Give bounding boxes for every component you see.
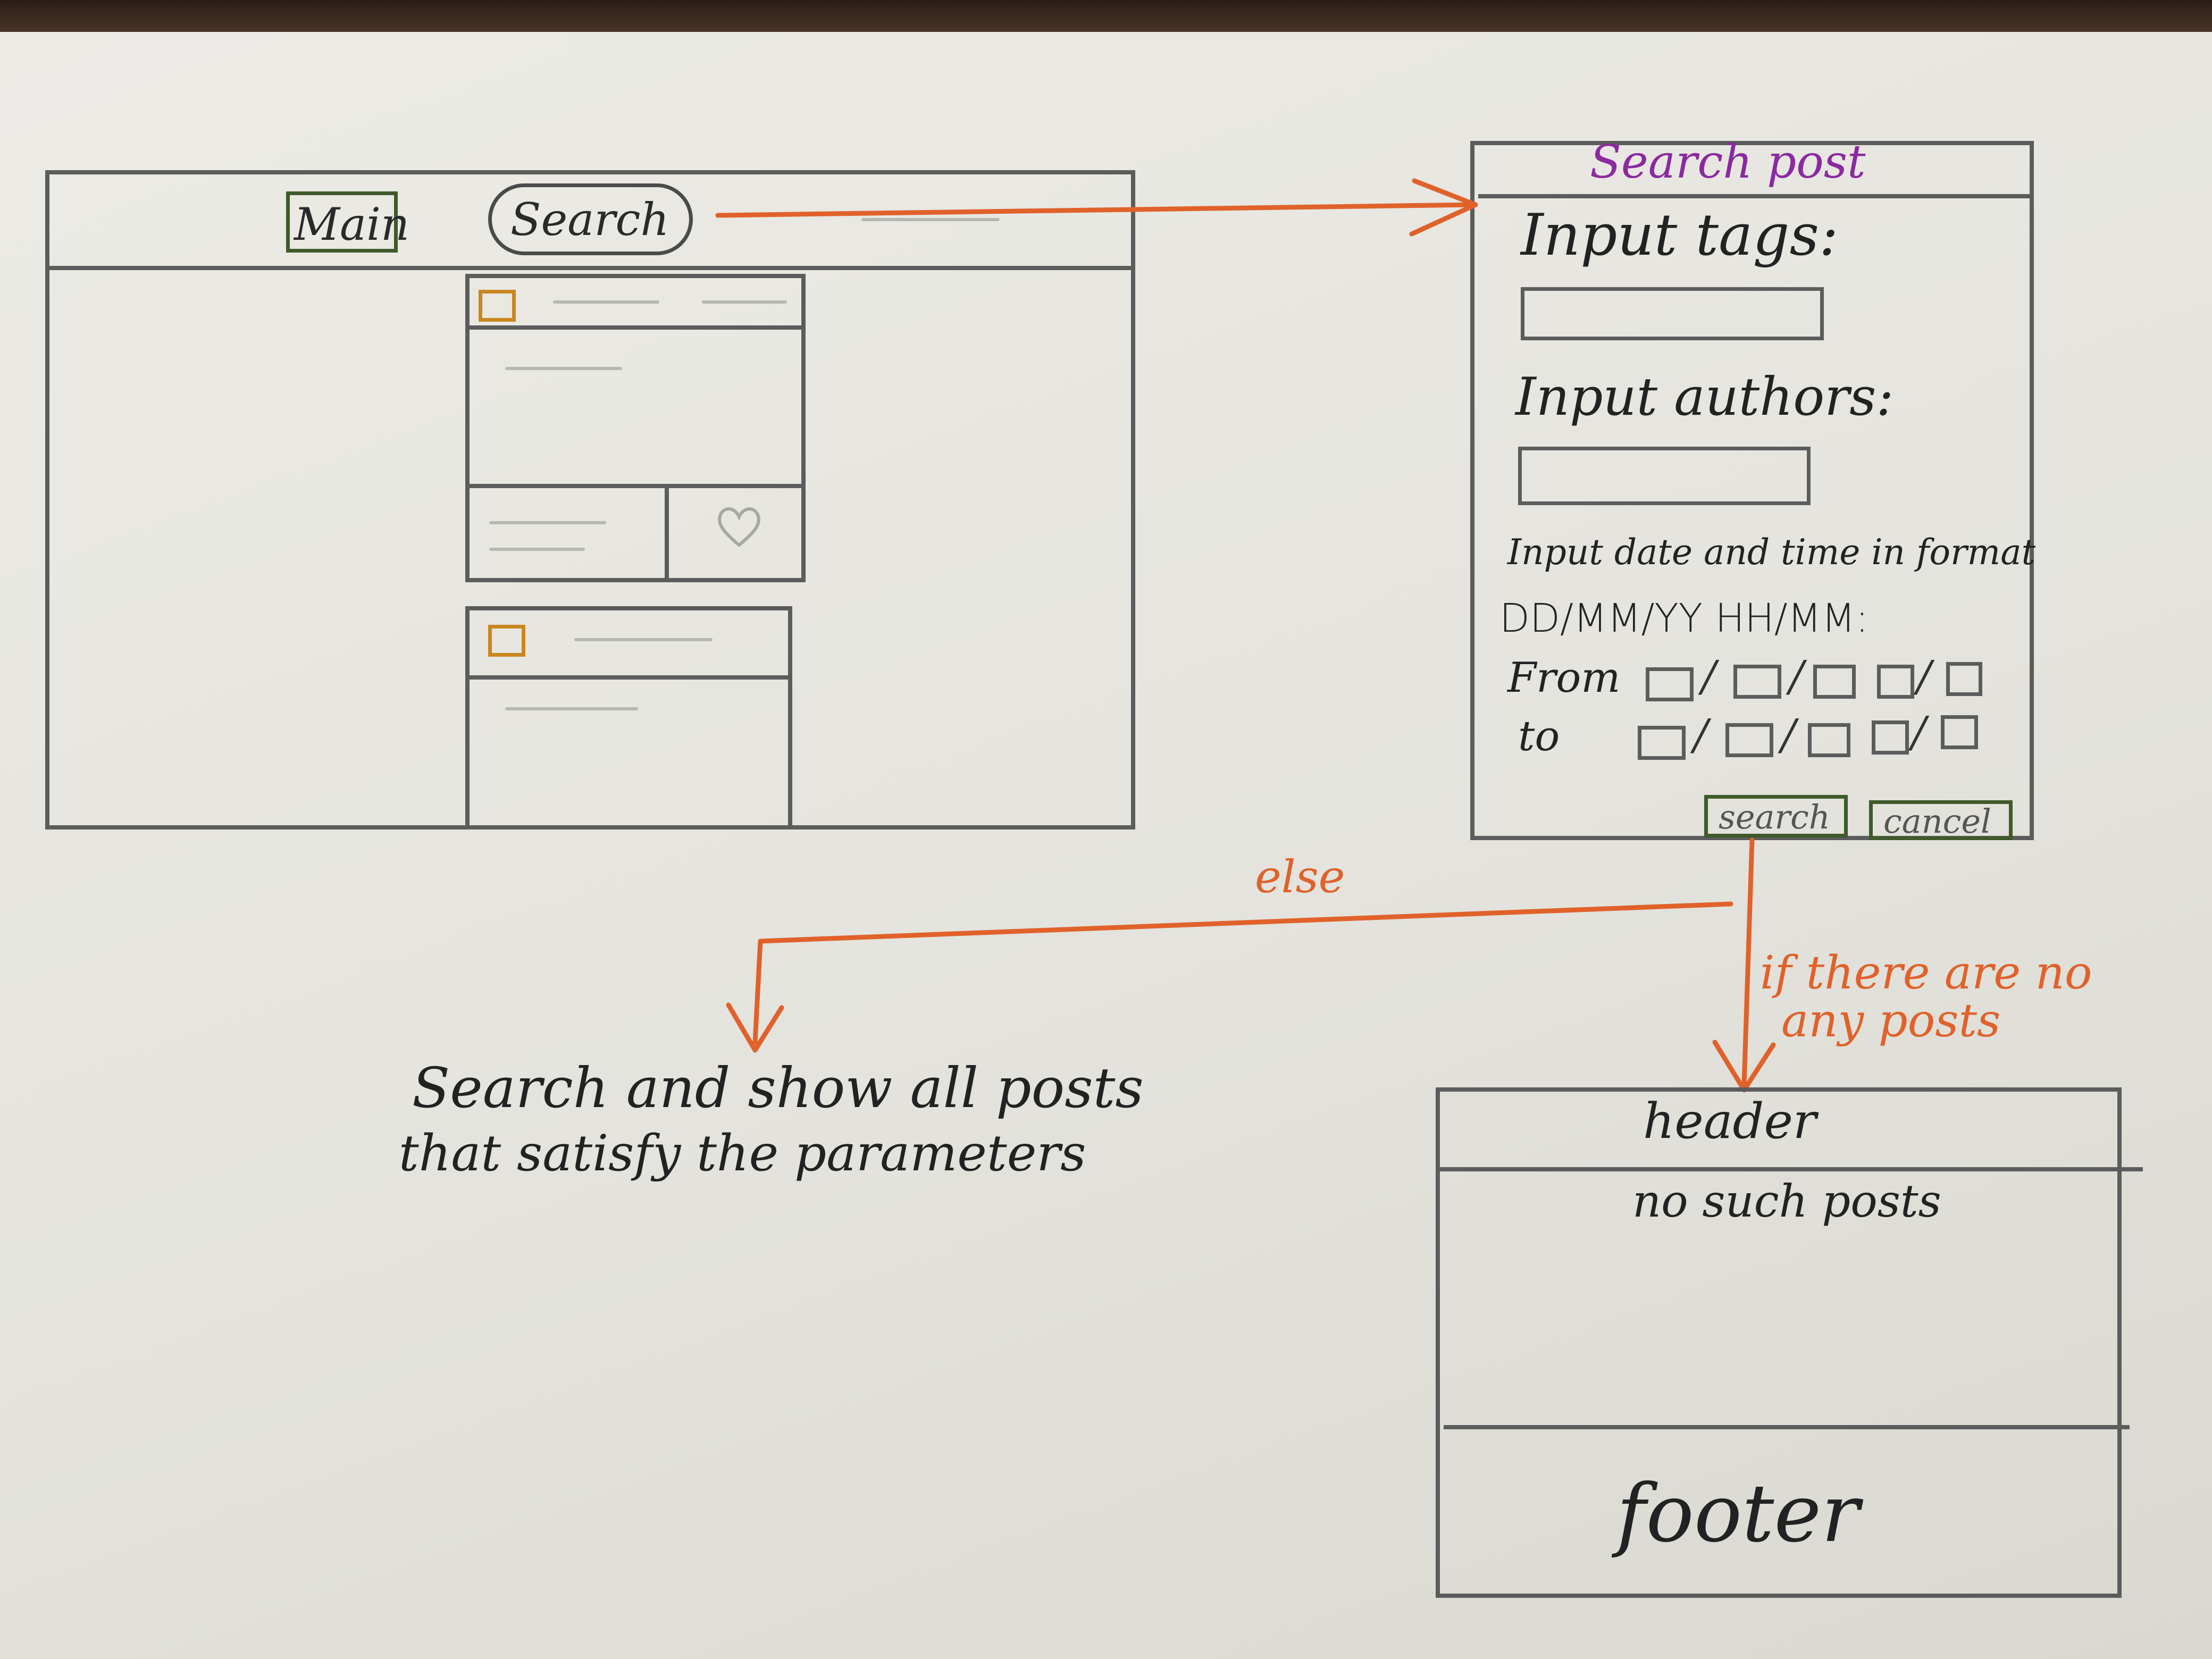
- nav-main-button[interactable]: Main: [286, 191, 409, 253]
- else-result-line2: that satisfy the parameters: [399, 1125, 1086, 1183]
- to-label: to: [1518, 713, 1560, 760]
- post-card-header-divider: [465, 675, 792, 680]
- arrow-head: [1409, 178, 1478, 237]
- time-separator: /: [1917, 651, 1931, 701]
- empty-page-footer: footer: [1616, 1468, 1859, 1560]
- date-separator: /: [1702, 651, 1716, 701]
- date-separator: /: [1789, 651, 1804, 701]
- to-day-input[interactable]: [1638, 726, 1686, 760]
- cancel-button-label: cancel: [1883, 802, 1991, 841]
- from-year-input[interactable]: [1813, 665, 1856, 699]
- post-title-scribble: [702, 300, 787, 304]
- from-minute-input[interactable]: [1946, 662, 1982, 696]
- post-card-header-divider: [465, 325, 806, 330]
- post-footer-scribble: [489, 521, 606, 524]
- no-posts-message: no such posts: [1632, 1175, 1941, 1227]
- nav-search-button[interactable]: Search: [488, 183, 693, 255]
- authors-label: Input authors:: [1515, 367, 1894, 428]
- search-dialog-title-divider: [1478, 194, 2034, 198]
- post-card[interactable]: [465, 606, 792, 830]
- date-instruction-label: Input date and time in format: [1507, 532, 2036, 573]
- search-dialog-title: Search post: [1590, 136, 1866, 189]
- post-title-scribble: [553, 300, 659, 304]
- empty-result-page: [1436, 1087, 2122, 1598]
- if-label-line2: any posts: [1781, 994, 2001, 1048]
- post-footer-scribble: [489, 548, 585, 551]
- search-button[interactable]: search: [1704, 795, 1848, 837]
- search-button-label: search: [1719, 798, 1830, 836]
- sketch-paper: [0, 32, 2212, 1659]
- tags-label: Input tags:: [1521, 202, 1839, 269]
- arrow-to-search-dialog: [715, 202, 1476, 218]
- post-avatar-icon: [479, 290, 516, 322]
- post-card-footer-split: [665, 484, 669, 582]
- post-body-scribble: [505, 707, 638, 710]
- date-format-label: DD/MM/YY HH/MM:: [1499, 596, 1869, 641]
- nav-search-label: Search: [510, 194, 669, 246]
- if-label-line1: if there are no: [1760, 946, 2092, 1000]
- arrow-else-branch: [752, 901, 1733, 1045]
- from-label: From: [1507, 654, 1621, 702]
- post-card[interactable]: [465, 274, 806, 582]
- arrow-if-branch: [1741, 837, 1755, 1087]
- else-label: else: [1255, 851, 1345, 903]
- to-hour-input[interactable]: [1872, 720, 1909, 755]
- post-title-scribble: [574, 638, 713, 641]
- else-result-line1: Search and show all posts: [412, 1055, 1144, 1120]
- cancel-button[interactable]: cancel: [1869, 800, 2013, 841]
- authors-input[interactable]: [1518, 447, 1811, 505]
- to-month-input[interactable]: [1725, 723, 1773, 757]
- arrow-head: [726, 1002, 784, 1053]
- post-avatar-icon: [488, 625, 525, 657]
- to-year-input[interactable]: [1808, 723, 1850, 757]
- post-card-footer-divider: [465, 484, 806, 488]
- heart-icon[interactable]: [713, 500, 766, 553]
- from-hour-input[interactable]: [1877, 665, 1914, 699]
- empty-page-header-divider: [1436, 1167, 2143, 1171]
- tags-input[interactable]: [1521, 287, 1824, 340]
- date-separator: /: [1694, 710, 1708, 759]
- to-minute-input[interactable]: [1941, 715, 1978, 749]
- post-body-scribble: [505, 367, 622, 370]
- main-window-header-divider: [45, 266, 1135, 270]
- header-scribble: [861, 218, 1000, 221]
- nav-main-label: Main: [294, 198, 410, 250]
- from-day-input[interactable]: [1646, 667, 1694, 701]
- date-separator: /: [1781, 710, 1796, 759]
- empty-page-header: header: [1643, 1093, 1816, 1150]
- from-month-input[interactable]: [1733, 665, 1781, 699]
- table-surface: [0, 0, 2212, 32]
- time-separator: /: [1912, 707, 1926, 757]
- empty-page-footer-divider: [1444, 1425, 2130, 1429]
